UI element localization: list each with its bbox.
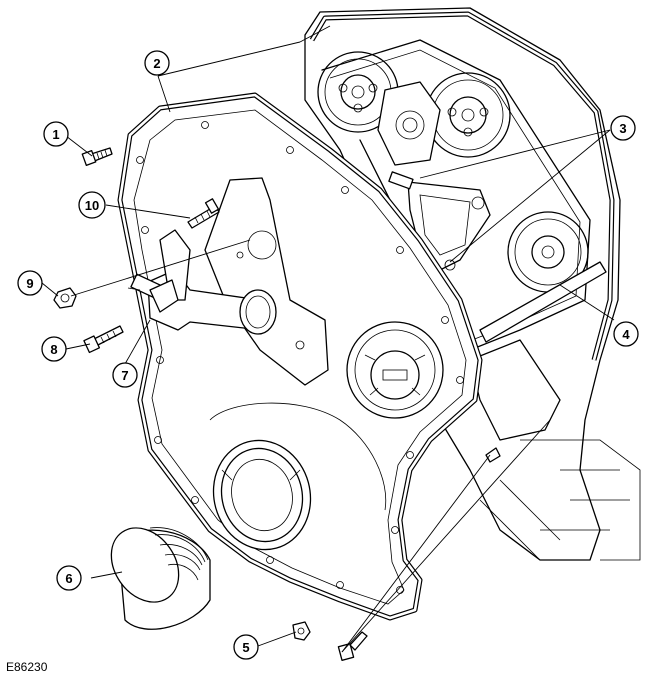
chain-guide-rail [469,261,607,441]
callout-9: 9 [17,270,43,296]
callout-2-label: 2 [153,56,160,71]
leader-lines [41,25,615,653]
callout-5: 5 [233,634,259,660]
callout-5-label: 5 [242,640,249,655]
callout-1: 1 [43,121,69,147]
crankshaft-seal-opening [212,439,312,551]
coolant-outlet-housing [127,229,277,335]
callout-7: 7 [112,362,138,388]
callout-10-label: 10 [85,198,99,213]
callout-8: 8 [41,336,67,362]
callout-9-label: 9 [26,276,33,291]
callout-1-label: 1 [52,127,59,142]
callout-2: 2 [144,50,170,76]
callout-4-label: 4 [622,327,630,342]
chain-tensioner [377,81,491,271]
cover-drive-window [346,321,444,419]
callout-7-label: 7 [121,368,128,383]
bolt-5 [292,621,311,641]
callout-6: 6 [56,565,82,591]
crankshaft-pulley [110,527,211,630]
front-cover [117,92,483,621]
callout-8-label: 8 [50,342,57,357]
bolt-8 [83,325,124,354]
bolt-lower [337,631,368,661]
callout-3-label: 3 [619,121,626,136]
camshaft-sprocket-right [425,72,511,158]
callout-6-label: 6 [65,571,72,586]
crankshaft-sprocket [507,211,589,293]
nut-9 [53,287,77,309]
callout-3: 3 [610,115,636,141]
callout-4: 4 [613,321,639,347]
bolt-1 [81,147,113,166]
stud-10 [187,198,220,229]
figure-id: E86230 [6,660,48,674]
callout-10: 10 [78,191,106,219]
dowel-cover [485,447,501,463]
